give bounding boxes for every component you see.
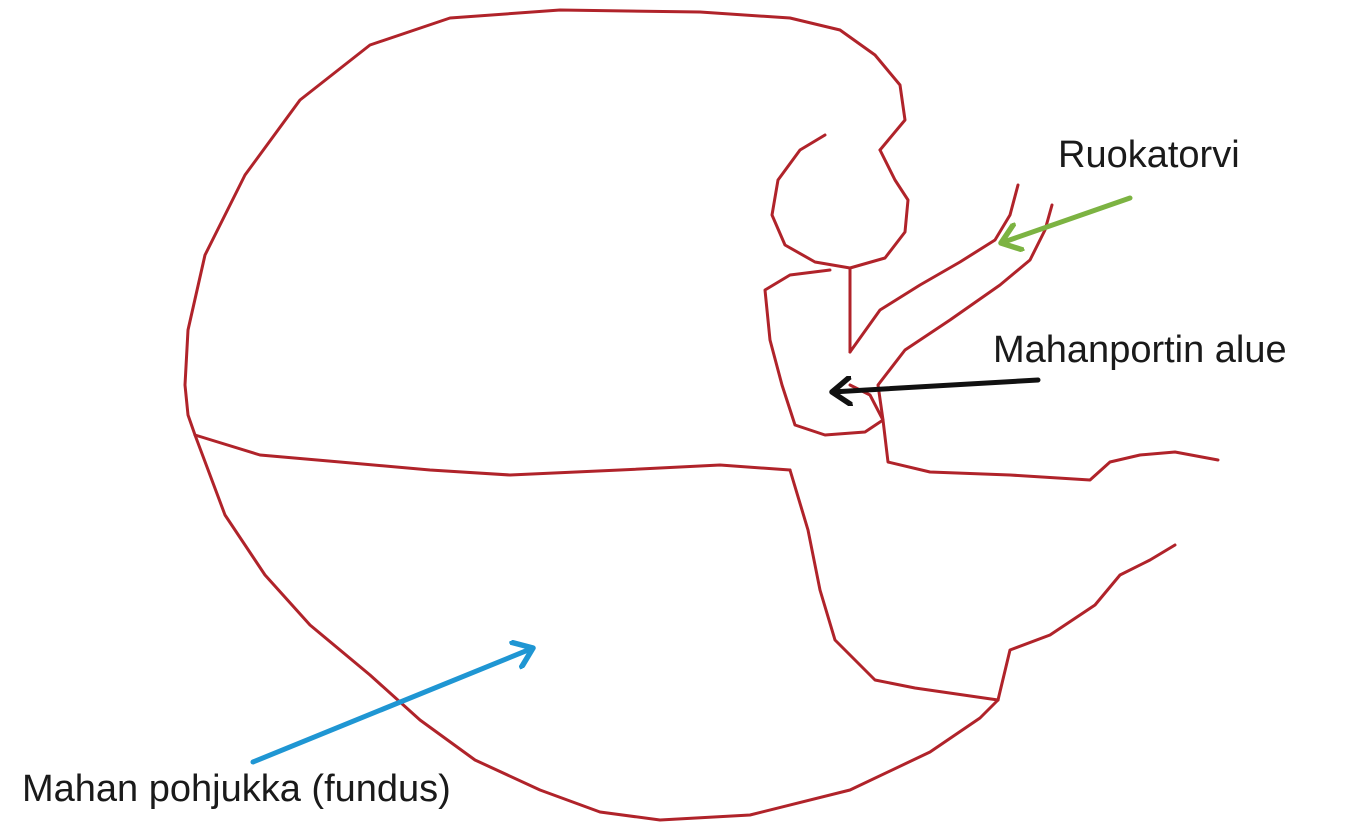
- fundus-arrow: [253, 648, 533, 762]
- stomach-outline: [185, 10, 1218, 820]
- outer-contour-lower: [195, 435, 998, 820]
- cardia-region-label: Mahanportin alue: [993, 331, 1287, 369]
- dividing-line: [195, 435, 790, 475]
- body-inner-line: [790, 470, 998, 700]
- esophagus-label: Ruokatorvi: [1058, 136, 1240, 174]
- fundus-label: Mahan pohjukka (fundus): [22, 770, 451, 808]
- esophagus-arrow: [1001, 198, 1130, 243]
- pyloric-box: [765, 270, 883, 435]
- right-outlet: [883, 420, 1218, 480]
- channel-upper-line: [850, 185, 1018, 352]
- outer-contour-upper: [185, 10, 905, 435]
- upper-hook-loop: [772, 135, 908, 268]
- cardia-arrow: [832, 380, 1038, 392]
- lower-tube: [998, 545, 1175, 700]
